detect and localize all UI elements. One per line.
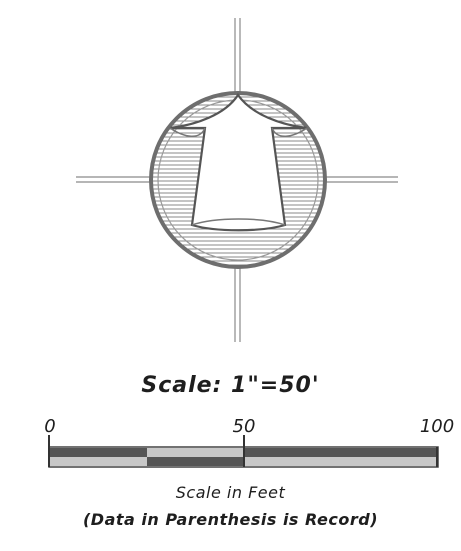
record-data-note: (Data in Parenthesis is Record) <box>82 510 379 529</box>
scale-segment-3 <box>244 448 437 457</box>
graphic-scale-bar <box>48 435 439 468</box>
scale-title: Scale: 1"=50' <box>141 373 320 398</box>
scale-segment-2 <box>147 448 244 457</box>
scale-tick-label-100: 100 <box>419 416 455 437</box>
crosshair-lines <box>76 18 398 342</box>
north-arrow-symbol <box>76 18 398 342</box>
scale-segment-1 <box>50 448 147 457</box>
scale-tick-label-0: 0 <box>44 416 56 437</box>
scale-units-label: Scale in Feet <box>175 483 286 502</box>
scale-tick-label-50: 50 <box>232 416 256 437</box>
north-arrow-shape <box>169 93 308 232</box>
